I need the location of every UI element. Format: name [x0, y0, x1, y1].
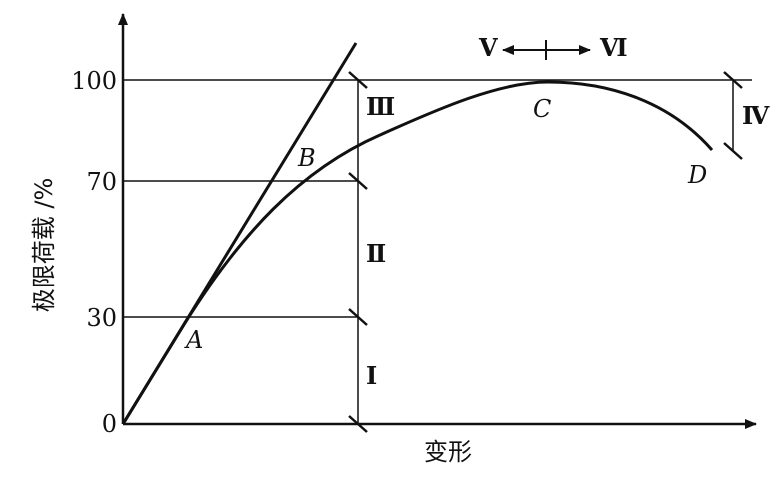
y-tick-70: 70 — [86, 168, 117, 196]
stage-iii-label: Ⅲ — [366, 92, 395, 121]
y-tick-100: 100 — [71, 67, 117, 95]
iv-tick-bottom — [723, 142, 743, 160]
y-tick-30: 30 — [86, 304, 117, 332]
y-axis-title: 极限荷载 /% — [30, 178, 58, 313]
dim-tick-0 — [348, 415, 368, 433]
x-axis-title: 变形 — [424, 438, 472, 466]
stage-iv-label: Ⅳ — [742, 101, 770, 130]
dim-tick-30 — [348, 308, 368, 326]
stage-i-label: Ⅰ — [366, 361, 377, 390]
y-tick-0: 0 — [102, 410, 117, 438]
point-d-label: D — [687, 161, 707, 189]
dim-tick-100 — [348, 71, 368, 89]
stage-v-label: Ⅴ — [478, 33, 498, 62]
dim-tick-70 — [348, 172, 368, 190]
iv-tick-top — [723, 71, 743, 89]
load-curve — [121, 80, 714, 425]
point-b-label: B — [297, 144, 316, 172]
point-a-label: A — [184, 326, 203, 354]
point-c-label: C — [533, 95, 551, 123]
stage-vi-label: Ⅵ — [599, 33, 628, 62]
stage-ii-label: Ⅱ — [366, 239, 386, 268]
